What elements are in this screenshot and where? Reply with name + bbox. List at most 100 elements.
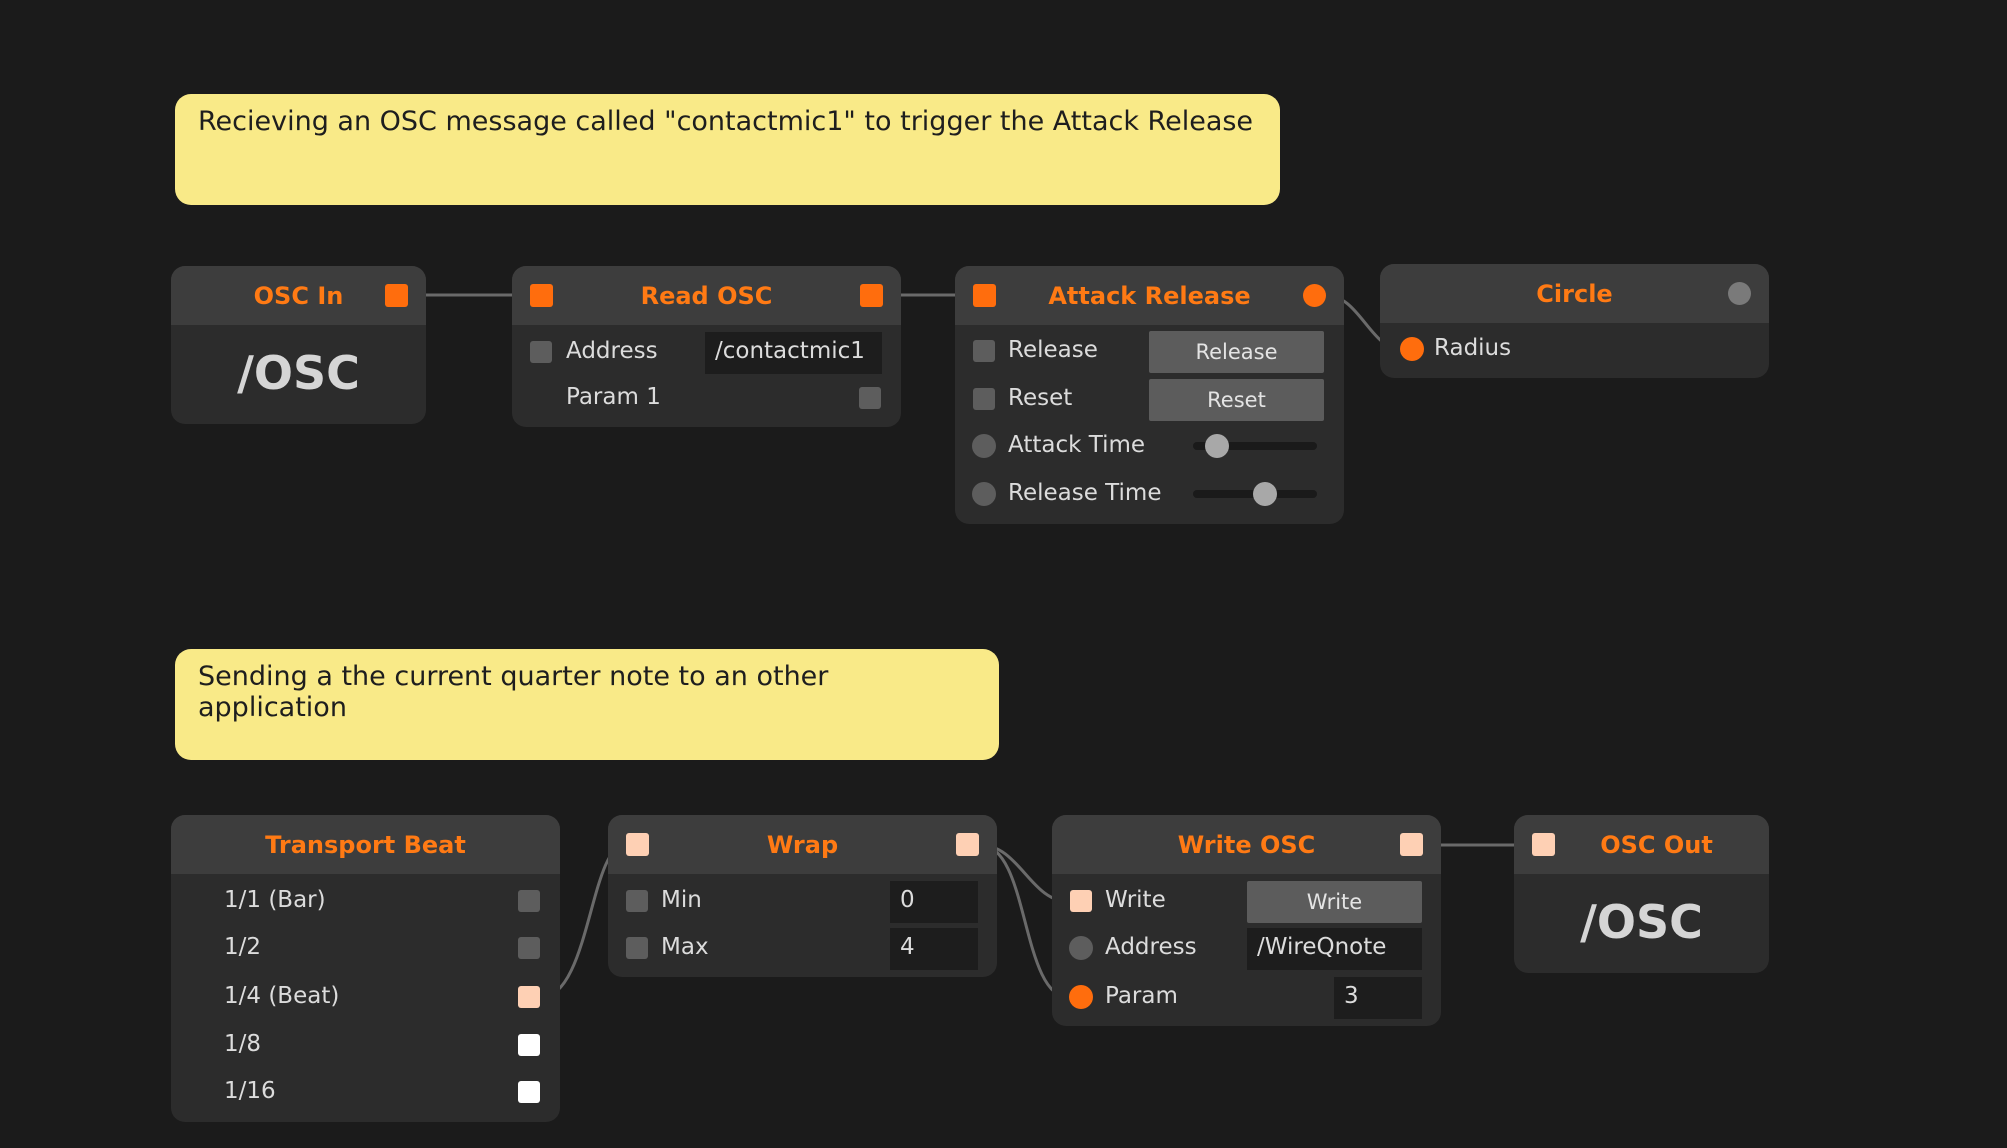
beat-row: 1/4 (Beat) (171, 977, 560, 1017)
node-title: Attack Release (1048, 281, 1251, 310)
beat-label: 1/8 (224, 1031, 262, 1057)
comment-bottom[interactable]: Sending a the current quarter note to an… (175, 649, 999, 760)
beat-port[interactable] (518, 1034, 540, 1056)
node-read-osc[interactable]: Read OSC Address /contactmic1 Param 1 (512, 266, 901, 427)
beat-row: 1/2 (171, 928, 560, 968)
reset-label: Reset (1008, 385, 1073, 411)
node-title: OSC In (253, 281, 344, 310)
node-title: Circle (1536, 279, 1613, 308)
slider-knob[interactable] (1205, 434, 1229, 458)
address-row: Address /WireQnote (1052, 928, 1441, 970)
min-port[interactable] (626, 890, 648, 912)
radius-port[interactable] (1400, 337, 1424, 361)
min-field[interactable]: 0 (890, 881, 978, 923)
output-port[interactable] (1303, 284, 1326, 307)
input-port[interactable] (973, 284, 996, 307)
node-osc-in[interactable]: OSC In /OSC (171, 266, 426, 424)
radius-label: Radius (1434, 335, 1512, 361)
beat-port[interactable] (518, 890, 540, 912)
max-row: Max 4 (608, 928, 997, 970)
osc-in-label: /OSC (237, 346, 360, 400)
param1-port[interactable] (859, 387, 881, 409)
write-row: Write Write (1052, 881, 1441, 923)
write-port[interactable] (1070, 890, 1092, 912)
osc-out-label: /OSC (1580, 895, 1703, 949)
release-time-row: Release Time (955, 474, 1344, 514)
node-title: OSC Out (1600, 830, 1713, 859)
node-attack-release[interactable]: Attack Release Release Release Reset Res… (955, 266, 1344, 524)
node-header[interactable]: Wrap (608, 815, 997, 874)
param-field[interactable]: 3 (1334, 977, 1422, 1019)
release-label: Release (1008, 337, 1098, 363)
beat-row: 1/8 (171, 1025, 560, 1065)
address-port[interactable] (530, 341, 552, 363)
attack-time-port[interactable] (972, 434, 996, 458)
node-transport-beat[interactable]: Transport Beat 1/1 (Bar) 1/2 1/4 (Beat) … (171, 815, 560, 1122)
beat-row: 1/16 (171, 1072, 560, 1112)
release-button[interactable]: Release (1149, 331, 1324, 373)
release-time-slider[interactable] (1193, 482, 1317, 506)
release-time-port[interactable] (972, 482, 996, 506)
node-write-osc[interactable]: Write OSC Write Write Address /WireQnote… (1052, 815, 1441, 1026)
node-osc-out[interactable]: OSC Out /OSC (1514, 815, 1769, 973)
node-title: Wrap (766, 830, 839, 859)
param-port[interactable] (1069, 985, 1093, 1009)
input-port[interactable] (1532, 833, 1555, 856)
max-field[interactable]: 4 (890, 928, 978, 970)
node-header[interactable]: OSC Out (1514, 815, 1769, 874)
output-port[interactable] (860, 284, 883, 307)
comment-top[interactable]: Recieving an OSC message called "contact… (175, 94, 1280, 205)
address-port[interactable] (1069, 936, 1093, 960)
node-header[interactable]: Attack Release (955, 266, 1344, 325)
output-port[interactable] (956, 833, 979, 856)
node-header[interactable]: Transport Beat (171, 815, 560, 874)
node-title: Write OSC (1177, 830, 1316, 859)
release-time-label: Release Time (1008, 480, 1162, 506)
address-field[interactable]: /contactmic1 (705, 332, 882, 374)
node-header[interactable]: Read OSC (512, 266, 901, 325)
beat-port[interactable] (518, 937, 540, 959)
reset-port[interactable] (973, 388, 995, 410)
slider-knob[interactable] (1253, 482, 1277, 506)
address-label: Address (566, 338, 658, 364)
beat-label: 1/1 (Bar) (224, 887, 326, 913)
param1-row: Param 1 (512, 378, 901, 418)
node-circle[interactable]: Circle Radius (1380, 264, 1769, 378)
param-label: Param (1105, 983, 1178, 1009)
attack-time-row: Attack Time (955, 426, 1344, 466)
param1-label: Param 1 (566, 384, 661, 410)
beat-label: 1/4 (Beat) (224, 983, 340, 1009)
release-row: Release Release (955, 331, 1344, 373)
comment-bottom-text: Sending a the current quarter note to an… (198, 661, 829, 723)
input-port[interactable] (626, 833, 649, 856)
output-port[interactable] (1400, 833, 1423, 856)
beat-label: 1/2 (224, 934, 262, 960)
attack-time-slider[interactable] (1193, 434, 1317, 458)
node-header[interactable]: OSC In (171, 266, 426, 325)
beat-port[interactable] (518, 1081, 540, 1103)
max-label: Max (661, 934, 709, 960)
node-title: Transport Beat (265, 830, 466, 859)
beat-port[interactable] (518, 986, 540, 1008)
radius-row: Radius (1380, 329, 1769, 369)
min-row: Min 0 (608, 881, 997, 923)
node-wrap[interactable]: Wrap Min 0 Max 4 (608, 815, 997, 977)
output-port[interactable] (1728, 282, 1751, 305)
address-field[interactable]: /WireQnote (1247, 928, 1422, 970)
release-port[interactable] (973, 340, 995, 362)
reset-button[interactable]: Reset (1149, 379, 1324, 421)
reset-row: Reset Reset (955, 379, 1344, 421)
write-button[interactable]: Write (1247, 881, 1422, 923)
max-port[interactable] (626, 937, 648, 959)
comment-top-text: Recieving an OSC message called "contact… (198, 106, 1254, 137)
output-port[interactable] (385, 284, 408, 307)
node-header[interactable]: Write OSC (1052, 815, 1441, 874)
beat-row: 1/1 (Bar) (171, 881, 560, 921)
address-label: Address (1105, 934, 1197, 960)
attack-time-label: Attack Time (1008, 432, 1146, 458)
write-label: Write (1105, 887, 1166, 913)
node-title: Read OSC (640, 281, 773, 310)
input-port[interactable] (530, 284, 553, 307)
node-header[interactable]: Circle (1380, 264, 1769, 323)
beat-label: 1/16 (224, 1078, 276, 1104)
